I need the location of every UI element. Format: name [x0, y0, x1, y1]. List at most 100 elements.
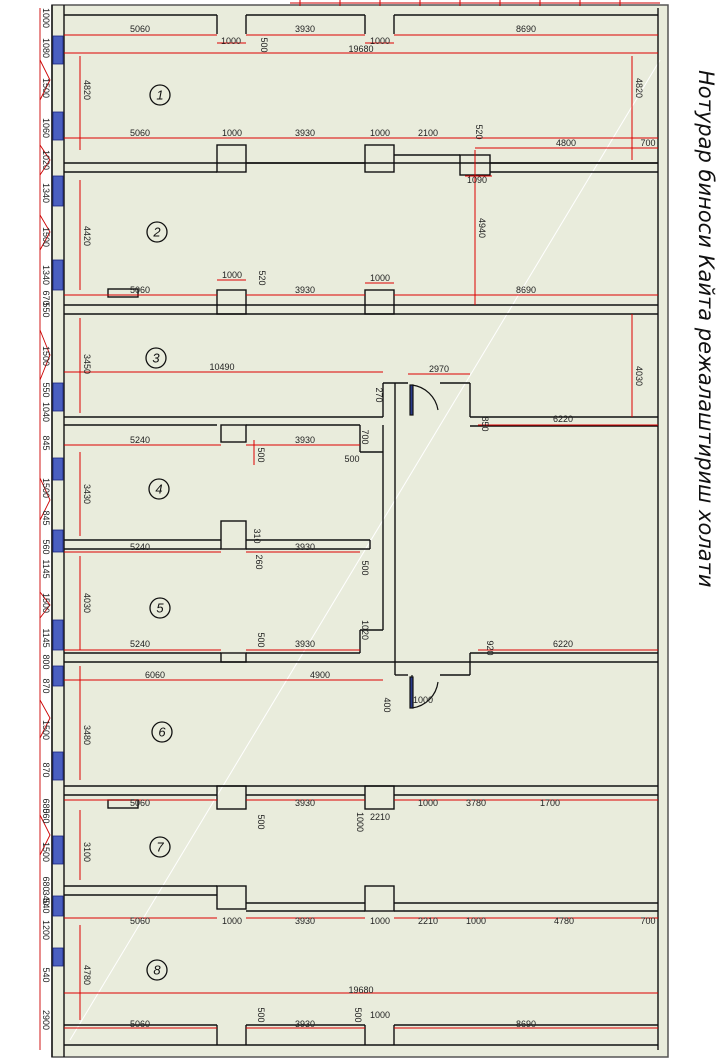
- dimension-label: 3430: [82, 484, 92, 504]
- room-number: 6: [158, 725, 166, 740]
- left-dimension-label: 540: [41, 967, 51, 982]
- left-dimension-label: 550: [41, 302, 51, 317]
- dimension-label: 1700: [540, 798, 560, 808]
- dimension-label: 8690: [516, 1019, 536, 1029]
- dimension-label: 1000: [466, 916, 486, 926]
- dimension-label: 3100: [82, 842, 92, 862]
- dimension-label: 4030: [82, 593, 92, 613]
- dimension-label: 4030: [634, 366, 644, 386]
- left-dimension-label: 1000: [41, 8, 51, 28]
- dimension-label: 4800: [556, 138, 576, 148]
- room-marker-circle: [149, 84, 171, 106]
- left-dimension-label: 550: [41, 382, 51, 397]
- dimension-label: 5240: [130, 639, 150, 649]
- left-dimension-label: 560: [41, 539, 51, 554]
- dimension-label: 3450: [82, 354, 92, 374]
- room-marker-circle: [146, 959, 168, 981]
- room-number: 2: [152, 225, 161, 240]
- left-dimension-label: 1500: [41, 227, 51, 247]
- diagonal-guide: [69, 59, 661, 1041]
- left-dimension-label: 1500: [41, 478, 51, 498]
- left-dimension-label: 1500: [41, 842, 51, 862]
- dimension-label: 500: [360, 560, 370, 575]
- left-dimension-label: 845: [41, 510, 51, 525]
- dimension-label: 500: [256, 814, 266, 829]
- room-number: 7: [156, 840, 164, 855]
- room-number: 3: [152, 351, 160, 366]
- dimension-label: 500: [256, 632, 266, 647]
- left-dimension-label: 1020: [41, 150, 51, 170]
- left-dimension-label: 340: [41, 890, 51, 905]
- dimension-label: 3930: [295, 128, 315, 138]
- drawing-title: Нотурар биноси Кайта режалаштириш холати: [694, 70, 718, 588]
- dimension-label: 520: [474, 124, 484, 139]
- left-dimension-label: 1145: [41, 628, 51, 647]
- left-dimension-label: 845: [41, 435, 51, 450]
- dimension-label: 700: [640, 138, 655, 148]
- dimension-label: 4820: [634, 78, 644, 98]
- doors: [409, 384, 439, 709]
- dimension-label: 4900: [310, 670, 330, 680]
- dimension-label: 260: [254, 554, 264, 569]
- dimension-label: 1000: [370, 1010, 390, 1020]
- dimension-label: 5060: [130, 916, 150, 926]
- room-number: 1: [156, 88, 163, 103]
- door-leaf-bottom: [409, 676, 414, 709]
- dimension-label: 6220: [553, 414, 573, 424]
- dimension-label: 3930: [295, 798, 315, 808]
- dimension-label: 500: [256, 1007, 266, 1022]
- dimension-label: 2970: [429, 364, 449, 374]
- left-dimension-label: 560: [41, 808, 51, 823]
- dimension-label: 1000: [222, 916, 242, 926]
- dimension-label: 3930: [295, 1019, 315, 1029]
- door-leaf-top: [409, 384, 414, 416]
- dimension-label: 19680: [348, 44, 373, 54]
- dimension-label: 1000: [370, 273, 390, 283]
- walls: [51, 5, 659, 1057]
- dimension-label: 1090: [467, 175, 487, 185]
- dimension-label: 1020: [360, 620, 370, 640]
- left-dimension-label: 870: [41, 678, 51, 693]
- dimension-label: 310: [252, 528, 262, 543]
- left-dimension-label: 670: [41, 290, 51, 305]
- dimension-label: 500: [256, 447, 266, 462]
- dimension-label: 4420: [82, 226, 92, 246]
- dimension-label: 1000: [370, 916, 390, 926]
- dimension-label: 1000: [221, 36, 241, 46]
- dimension-label: 5060: [130, 24, 150, 34]
- dimension-label: 920: [485, 640, 495, 655]
- dimension-label: 700: [640, 916, 655, 926]
- left-dimension-label: 540: [41, 898, 51, 913]
- dimension-label: 5060: [130, 798, 150, 808]
- dimension-label: 3930: [295, 542, 315, 552]
- dimension-label: 1000: [355, 812, 365, 832]
- left-dimension-label: 800: [41, 654, 51, 669]
- dimension-label: 1000: [222, 128, 242, 138]
- dimension-label: 1000: [413, 695, 433, 705]
- left-dimension-label: 1500: [41, 346, 51, 366]
- dimension-label: 6060: [145, 670, 165, 680]
- dimension-label: 3930: [295, 916, 315, 926]
- left-dimension-label: 1340: [41, 183, 51, 203]
- left-dimension-label: 1080: [41, 38, 51, 58]
- sheet-background: [51, 4, 669, 1058]
- room-number: 5: [156, 601, 164, 616]
- dimension-label: 1000: [370, 36, 390, 46]
- left-dimension-label: 2900: [41, 1010, 51, 1030]
- dimension-label: 10490: [209, 362, 234, 372]
- dimension-label: 5060: [130, 285, 150, 295]
- room-marker-circle: [149, 836, 171, 858]
- dimension-label: 400: [382, 697, 392, 712]
- dimension-label: 2210: [370, 812, 390, 822]
- dimension-label: 2100: [418, 128, 438, 138]
- dimension-label: 2210: [418, 916, 438, 926]
- dimension-label: 500: [353, 1007, 363, 1022]
- dimension-label: 1000: [222, 270, 242, 280]
- dimension-label: 270: [374, 387, 384, 402]
- dimension-label: 6220: [553, 639, 573, 649]
- room-marker-circle: [146, 221, 168, 243]
- room-marker-circle: [151, 721, 173, 743]
- dimension-label: 520: [257, 270, 267, 285]
